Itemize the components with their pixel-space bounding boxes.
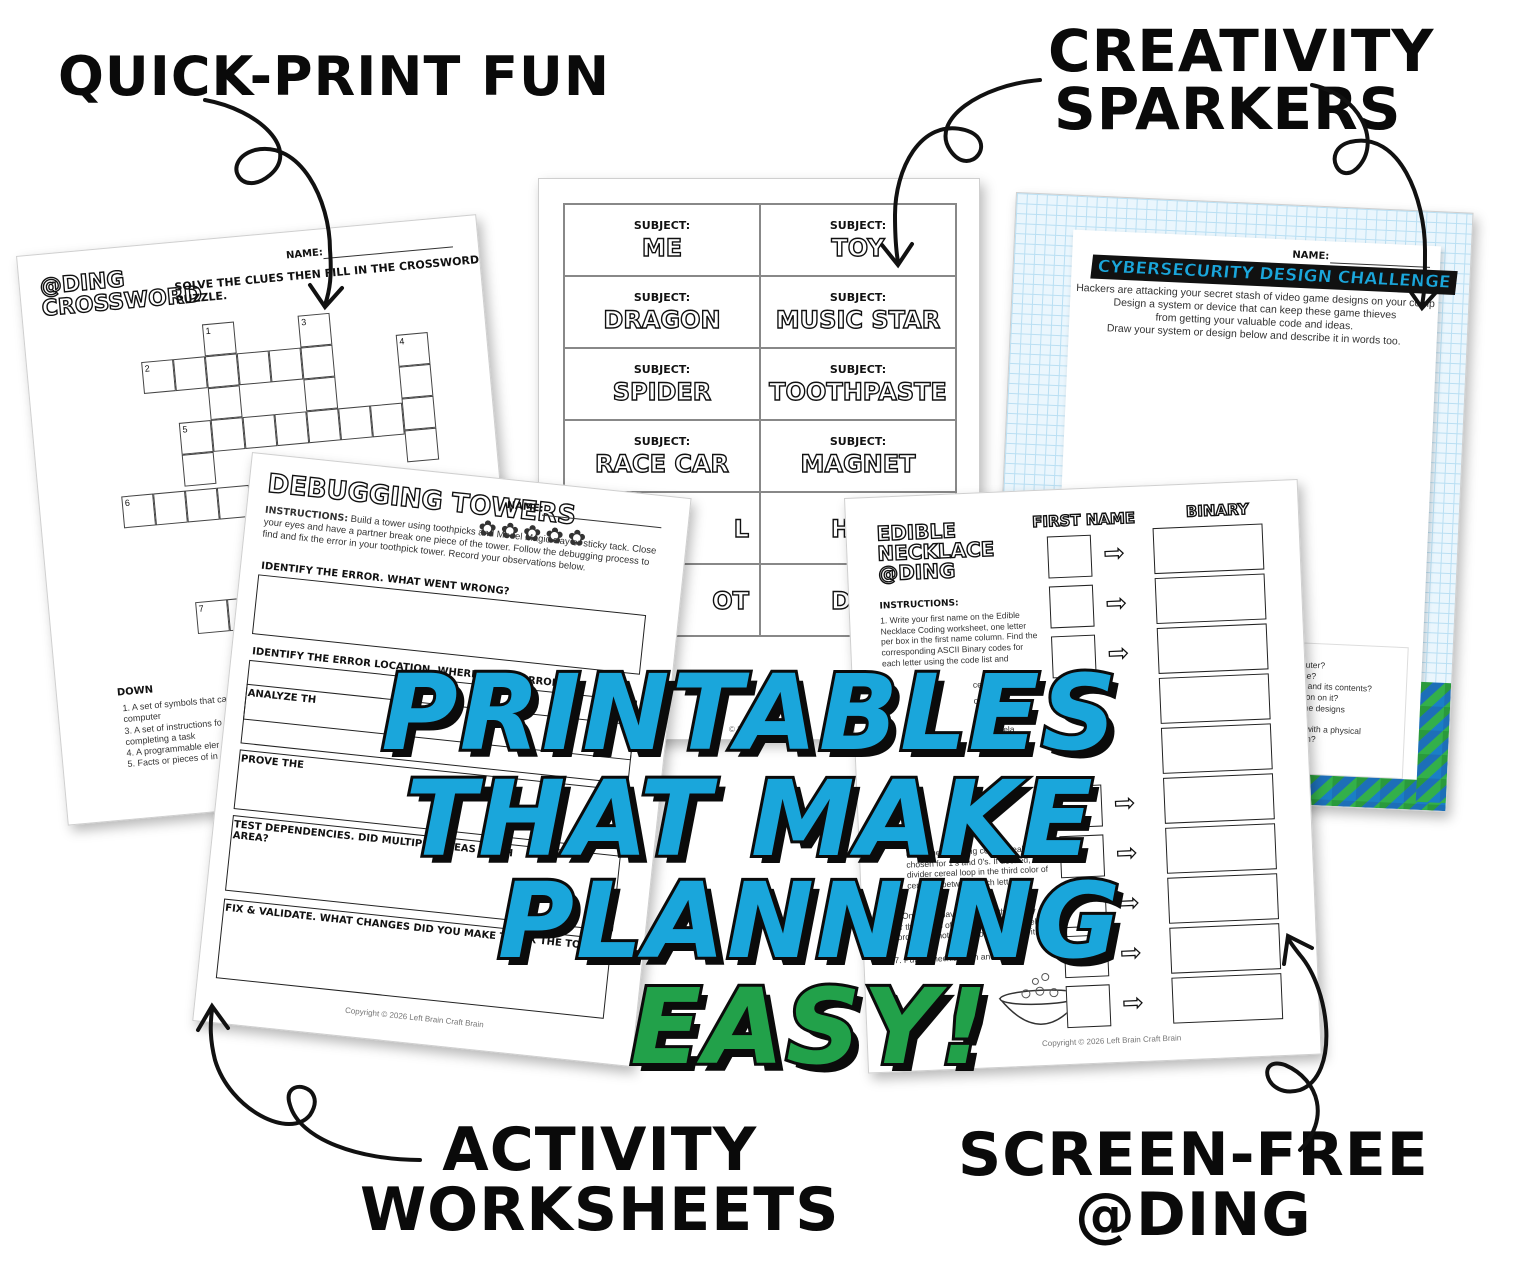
callout-creativity-sparkers: CREATIVITY SPARKERS (1048, 22, 1434, 138)
subject-card-value: ME (641, 233, 683, 262)
callout-screen-free-coding: SCREEN-FREE @DING (958, 1125, 1429, 1245)
headline-planning: PLANNING (495, 860, 1123, 983)
callout-activity-line1: ACTIVITY (442, 1115, 758, 1185)
necklace-col-first-name: FIRST NAME (1031, 508, 1136, 532)
subject-card: SUBJECT:MUSIC STAR (760, 276, 956, 348)
callout-creativity-line2: SPARKERS (1054, 75, 1402, 143)
callout-activity-line2: WORKSHEETS (360, 1175, 840, 1245)
crossword-cell (153, 490, 188, 526)
subject-card-label: SUBJECT: (633, 362, 691, 376)
crossword-cell (236, 350, 272, 386)
crossword-cell (404, 427, 440, 463)
edible-necklace-sheet: EDIBLE NECKLACE @DING FIRST NAME BINARY … (844, 478, 1322, 1074)
subject-card-label: SUBJECT: (633, 290, 691, 304)
crossword-number: 2 (144, 363, 151, 374)
callout-creativity-line1: CREATIVITY (1048, 17, 1435, 85)
cyber-green-side (1415, 681, 1452, 804)
subject-card-value: MAGNET (800, 449, 916, 478)
subject-card-value: L (733, 514, 750, 543)
subject-card-label: SUBJECT: (633, 434, 691, 448)
crossword-number: 3 (300, 316, 307, 328)
crossword-instruction: SOLVE THE CLUES THEN FILL IN THE CROSSWO… (173, 253, 480, 307)
crossword-cell (306, 408, 342, 444)
crossword-cell (184, 487, 220, 523)
necklace-col-binary: BINARY (1185, 499, 1250, 521)
subject-card-label: SUBJECT: (829, 218, 887, 232)
crossword-cell (398, 363, 434, 399)
subject-card: SUBJECT:MAGNET (760, 420, 956, 492)
crossword-down-heading: DOWN (116, 684, 154, 699)
crossword-cell (338, 405, 373, 441)
crossword-cell (207, 385, 243, 421)
crossword-number: 1 (205, 325, 212, 337)
crossword-cell (242, 414, 278, 449)
crossword-cell (172, 356, 208, 392)
subject-card-value: TOY (831, 233, 886, 262)
crossword-cell: 4 (395, 332, 431, 367)
crossword-cell (274, 411, 310, 447)
subject-card-value: D (830, 586, 851, 615)
necklace-instructions-label: INSTRUCTIONS: (879, 598, 959, 612)
necklace-letter-box[interactable] (1046, 534, 1093, 579)
necklace-binary-box[interactable] (1152, 523, 1265, 575)
subject-card-value: TOOTHPASTE (768, 377, 947, 406)
subject-card: SUBJECT:ME (564, 204, 760, 276)
subject-card: SUBJECT:TOY (760, 204, 956, 276)
crossword-cell (210, 417, 246, 452)
subject-card-value: RACE CAR (594, 449, 730, 478)
subject-card-value: SPIDER (612, 377, 712, 406)
arrow-right-icon: ⇨ (1102, 537, 1126, 569)
crossword-cell (370, 402, 405, 438)
cereal-bowl-icon (995, 969, 1088, 1042)
subject-card-grid: SUBJECT:ME SUBJECT:TOY SUBJECT:DRAGON SU… (563, 203, 957, 637)
crossword-cell (300, 344, 336, 380)
crossword-clues: 1. A set of symbols that car computer 3.… (122, 693, 235, 770)
crossword-cell (401, 395, 437, 431)
crossword-name-label: NAME: (285, 247, 324, 262)
crossword-cell (268, 347, 304, 383)
crossword-cell (303, 376, 339, 412)
subject-card-label: SUBJECT: (829, 362, 887, 376)
subject-card-value: MUSIC STAR (775, 305, 941, 334)
necklace-title: EDIBLE NECKLACE @DING (875, 518, 996, 587)
subject-card-value: OT (712, 586, 750, 615)
crossword-number: 6 (124, 497, 131, 509)
crossword-number: 5 (181, 424, 188, 435)
subject-card: SUBJECT:SPIDER (564, 348, 760, 420)
debugging-instructions-text: Build a tower using toothpicks and Model… (261, 513, 657, 574)
crossword-cell: 6 (121, 493, 156, 529)
crossword-cell: 7 (195, 599, 230, 635)
subject-card-label: SUBJECT: (829, 434, 887, 448)
crossword-cell: 5 (178, 420, 214, 455)
necklace-title-line3: @DING (877, 558, 957, 587)
necklace-letter-box[interactable] (1048, 584, 1095, 629)
headline-line1: PRINTABLES THAT MAKE (379, 652, 1120, 881)
callout-screen-free-line1: SCREEN-FREE (958, 1120, 1429, 1190)
headline-easy: EASY! (627, 966, 990, 1089)
crossword-number: 4 (398, 336, 405, 347)
subject-card-value: DRAGON (603, 305, 722, 334)
crossword-cell: 3 (297, 312, 333, 348)
callout-screen-free-line2: @DING (1075, 1180, 1312, 1250)
cyber-name-label: NAME: (1292, 249, 1330, 263)
crossword-cell (204, 353, 240, 389)
subject-card: SUBJECT:DRAGON (564, 276, 760, 348)
callout-activity-worksheets: ACTIVITY WORKSHEETS (360, 1120, 839, 1240)
subject-card-label: SUBJECT: (633, 218, 691, 232)
callout-quick-print-fun: QUICK-PRINT FUN (58, 45, 611, 108)
subject-card-label: SUBJECT: (829, 290, 887, 304)
subject-card: SUBJECT:TOOTHPASTE (760, 348, 956, 420)
crossword-cell: 2 (141, 359, 176, 394)
crossword-cell: 1 (201, 321, 237, 357)
headline-line2: PLANNING EASY! (390, 865, 1230, 1083)
crossword-cell (181, 451, 217, 487)
necklace-binary-box[interactable] (1154, 573, 1267, 625)
subject-card: SUBJECT:RACE CAR (564, 420, 760, 492)
subject-copyright: © 2026 Left (729, 725, 771, 734)
headline-banner: PRINTABLES THAT MAKE PLANNING EASY! (270, 652, 1230, 1083)
crossword-number: 7 (198, 603, 205, 614)
arrow-right-icon: ⇨ (1105, 587, 1129, 619)
